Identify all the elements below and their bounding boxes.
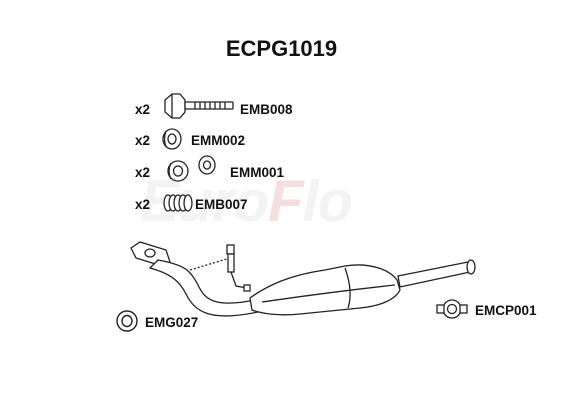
quantity-label: x2 xyxy=(135,197,151,212)
part-number-title: ECPG1019 xyxy=(225,36,338,61)
catalytic-converter-pipe-icon xyxy=(130,241,476,317)
quantity-label: x2 xyxy=(135,165,151,180)
quantity-label: x2 xyxy=(135,102,151,117)
part-code-label: EMB008 xyxy=(240,102,293,117)
spring-icon xyxy=(163,194,193,212)
quantity-label: x2 xyxy=(135,133,151,148)
nut-pair-icon xyxy=(167,155,216,182)
part-code-label: EMB007 xyxy=(195,197,248,212)
euroflo-watermark-logo: EuroFlo xyxy=(140,169,353,234)
part-code-label: EMM002 xyxy=(191,133,246,148)
nut-icon xyxy=(162,128,182,150)
clamp-icon xyxy=(436,299,468,319)
part-code-label: EMG027 xyxy=(145,315,199,330)
part-code-label: EMM001 xyxy=(230,165,285,180)
gasket-icon xyxy=(116,310,138,332)
bolt-icon xyxy=(164,93,234,119)
part-code-label: EMCP001 xyxy=(475,303,537,318)
